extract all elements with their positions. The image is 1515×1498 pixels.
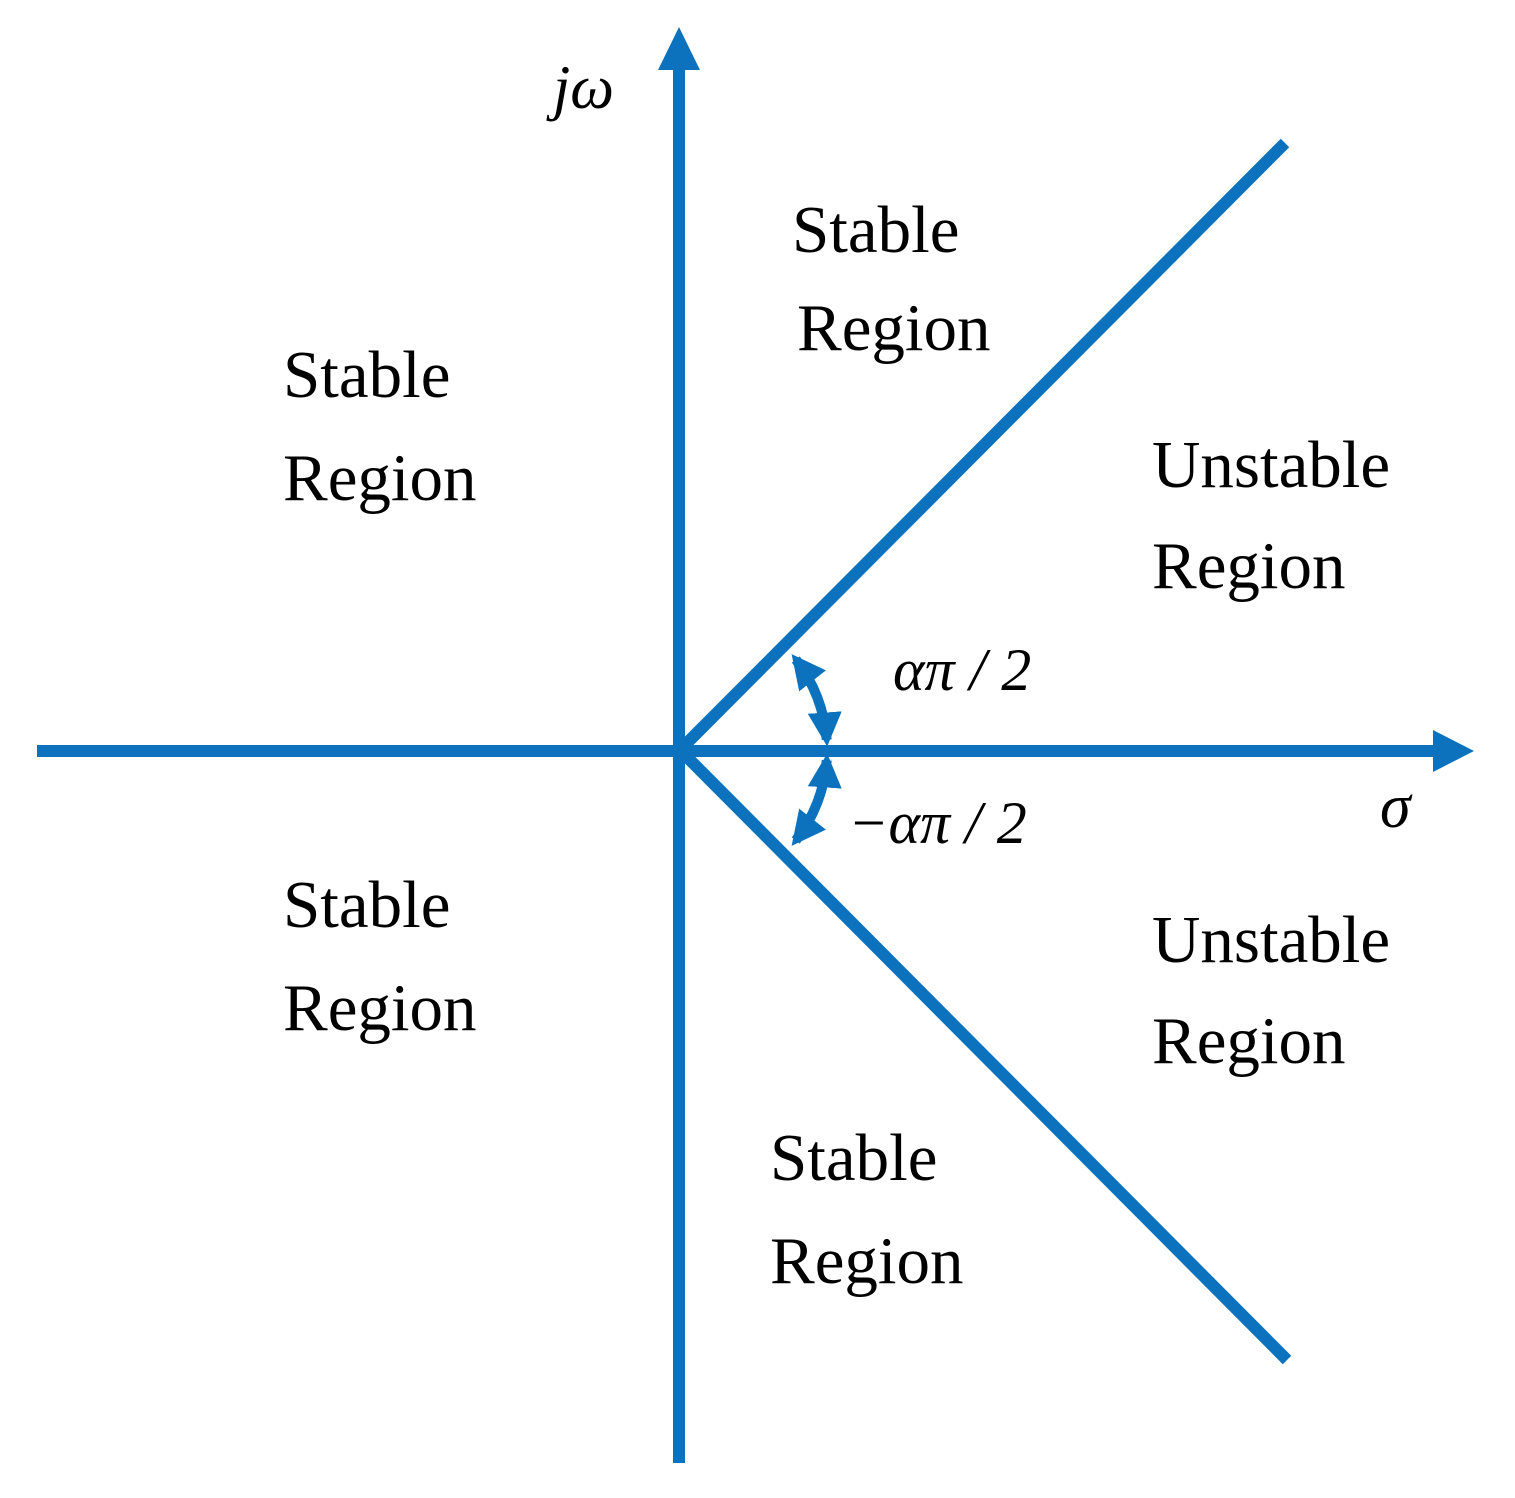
upper-boundary-line — [675, 138, 1290, 755]
region-label-lower-left: Stable Region — [283, 868, 477, 1045]
region-label-upper-left: Stable Region — [283, 338, 477, 515]
region-label-lower-right: Unstable Region — [1152, 903, 1390, 1078]
region-label-top-center: Stable Region — [792, 193, 991, 365]
lower-angle-label: −απ / 2 — [848, 790, 1027, 856]
region-label-line: Region — [283, 971, 477, 1045]
region-label-line: Region — [1152, 529, 1346, 603]
lower-boundary-line — [675, 745, 1292, 1365]
region-label-line: Unstable — [1152, 428, 1390, 502]
region-label-line: Stable — [283, 338, 450, 412]
region-label-line: Region — [770, 1224, 964, 1298]
horizontal-axis-label: σ — [1380, 773, 1413, 841]
horizontal-axis-arrowhead-icon — [1433, 730, 1474, 772]
region-label-line: Region — [1152, 1004, 1346, 1078]
region-label-line: Region — [283, 441, 477, 515]
upper-angle-label: απ / 2 — [893, 637, 1031, 703]
lower-angle-arc-arrow — [791, 753, 842, 846]
region-label-line: Region — [797, 291, 991, 365]
region-label-line: Stable — [792, 193, 959, 267]
vertical-axis-arrowhead-icon — [658, 27, 700, 70]
vertical-axis-label: jω — [546, 54, 614, 122]
region-label-upper-right: Unstable Region — [1152, 428, 1390, 603]
region-label-bottom-center: Stable Region — [770, 1121, 964, 1298]
region-label-line: Stable — [770, 1121, 937, 1195]
region-label-line: Stable — [283, 868, 450, 942]
region-label-line: Unstable — [1152, 903, 1390, 977]
upper-angle-arc-arrow — [791, 654, 842, 747]
